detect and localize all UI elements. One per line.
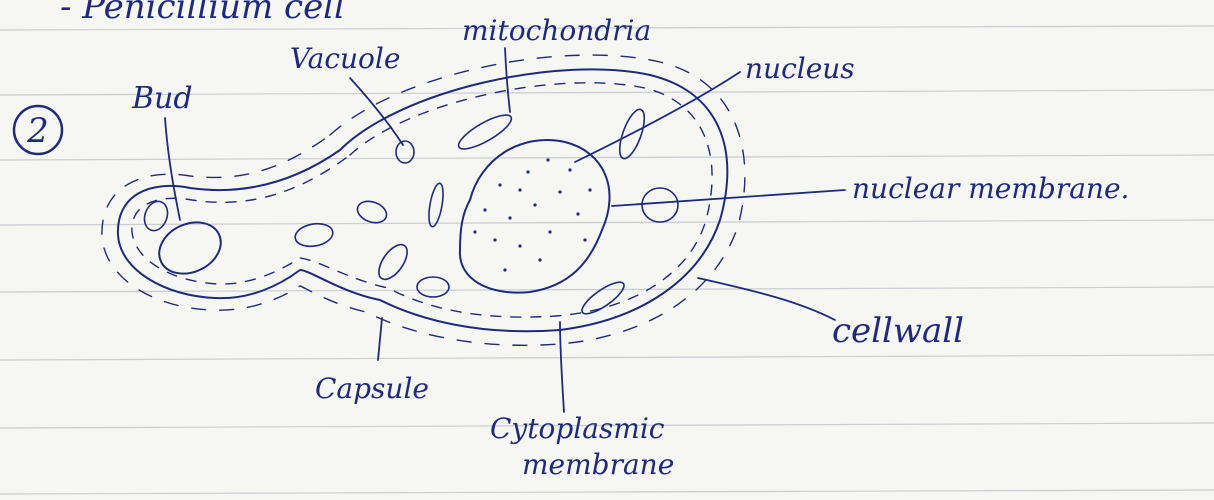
vacuole-large bbox=[642, 188, 678, 222]
vacuole-4 bbox=[417, 277, 449, 297]
nucleus-label: nucleus bbox=[745, 52, 855, 85]
cell-wall-label: cellwall bbox=[832, 311, 964, 351]
bud-label: Bud bbox=[131, 81, 193, 116]
cell-wall-outline bbox=[118, 69, 727, 331]
bud-inner-body bbox=[151, 213, 229, 284]
mitochondrion-1 bbox=[455, 109, 516, 155]
mitochondria-leader bbox=[505, 48, 510, 112]
vacuole-small bbox=[396, 141, 414, 163]
cytoplasmic-label: Cytoplasmic bbox=[490, 412, 665, 445]
membrane-label: membrane bbox=[522, 448, 674, 481]
header-fragment: - Penicillium cell bbox=[60, 0, 345, 27]
vacuole-label: Vacuole bbox=[290, 42, 400, 75]
bud-small-vacuole bbox=[141, 198, 172, 234]
cytoplasmic-membrane-leader bbox=[560, 322, 564, 412]
nucleus-body bbox=[460, 140, 610, 293]
item-number-circle: 2 bbox=[14, 106, 62, 154]
mitochondria-label: mitochondria bbox=[462, 14, 651, 47]
mitochondrion-3 bbox=[426, 182, 445, 227]
cytoplasmic-membrane-outline bbox=[132, 83, 712, 317]
capsule-leader bbox=[378, 318, 382, 360]
mitochondrion-5 bbox=[578, 277, 628, 319]
nuclear-membrane-label: nuclear membrane. bbox=[852, 172, 1129, 205]
capsule-label: Capsule bbox=[315, 372, 429, 405]
vacuole-2 bbox=[354, 197, 389, 226]
item-number: 2 bbox=[26, 111, 49, 151]
nucleus-chromatin-dots bbox=[473, 158, 591, 271]
cell-wall-leader bbox=[698, 278, 835, 320]
mitochondrion-4 bbox=[373, 240, 412, 284]
bud-leader bbox=[165, 118, 180, 220]
nucleus-leader bbox=[575, 72, 740, 162]
vacuole-3 bbox=[293, 221, 334, 249]
